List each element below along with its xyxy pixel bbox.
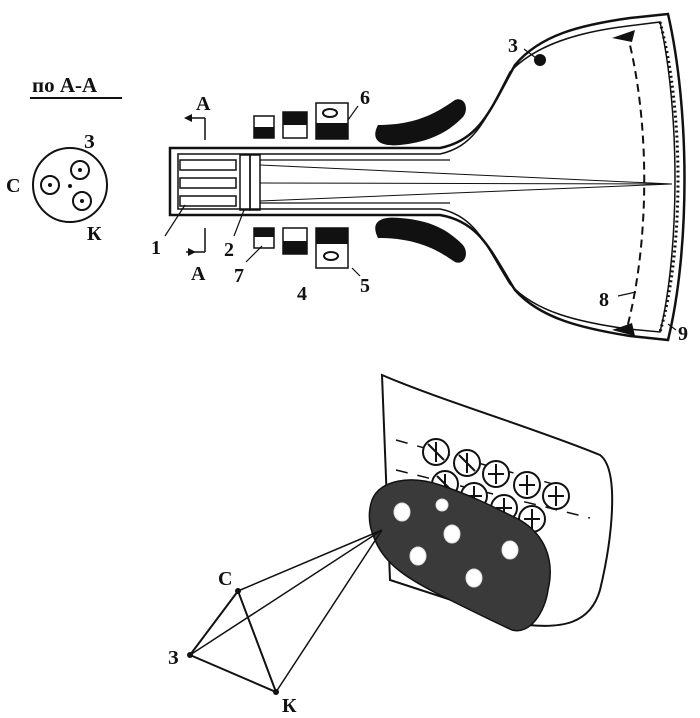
triangle-label-bottom: К <box>282 695 297 717</box>
mask-holes <box>393 498 519 588</box>
anode-connector-icon <box>534 54 546 66</box>
section-mark-top: А <box>196 93 211 115</box>
deflection-yoke-icon <box>375 99 466 146</box>
gun-blue-icon <box>40 175 60 195</box>
label-green: З <box>84 131 95 153</box>
callout-2: 2 <box>224 239 234 261</box>
electron-gun-icon <box>179 159 237 171</box>
neck-cross-section <box>32 147 108 223</box>
callout-7: 7 <box>234 265 244 287</box>
callout-3: 3 <box>508 35 518 57</box>
deflection-yoke-bottom <box>375 217 466 263</box>
gun-triangle <box>188 588 278 694</box>
mask-detail: С З К <box>168 373 614 717</box>
gun-red-icon <box>72 191 92 211</box>
gun-green-icon <box>70 160 90 180</box>
triangle-label-left: З <box>168 647 179 669</box>
callout-4: 4 <box>297 283 307 305</box>
callout-8: 8 <box>599 289 609 311</box>
section-title: по А-А <box>32 73 98 97</box>
mask-plate <box>368 479 551 632</box>
triangle-label-top: С <box>218 568 232 590</box>
callout-1: 1 <box>151 237 161 259</box>
callout-6: 6 <box>360 87 370 109</box>
crt-tube: А А 1 2 3 4 5 6 7 8 9 <box>151 12 688 345</box>
callout-9: 9 <box>678 323 688 345</box>
section-view: по А-А З С К <box>6 73 122 245</box>
label-red: К <box>87 223 102 245</box>
label-blue: С <box>6 175 20 197</box>
callout-5: 5 <box>360 275 370 297</box>
section-mark-bottom: А <box>191 263 206 285</box>
